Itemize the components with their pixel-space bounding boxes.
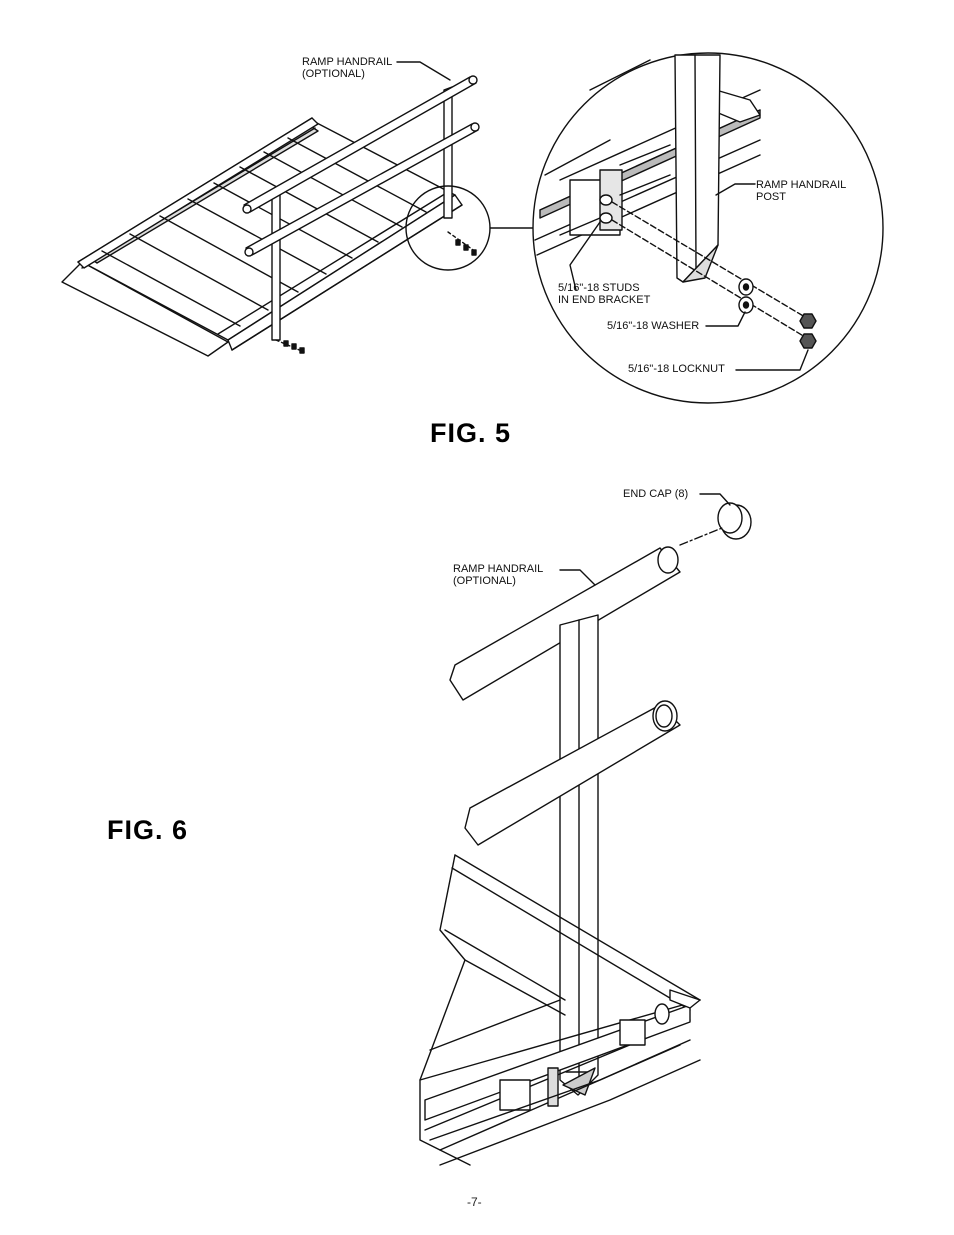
fig5-handrail-label: RAMP HANDRAIL (OPTIONAL)	[302, 56, 393, 80]
fig5-detail	[532, 52, 884, 404]
fig6-drawing	[419, 493, 752, 1166]
fig6-handrail-label: RAMP HANDRAIL (OPTIONAL)	[453, 563, 544, 587]
fig5-washer-label: 5/16"-18 WASHER	[607, 320, 700, 332]
fig5-locknut-label: 5/16"-18 LOCKNUT	[628, 363, 725, 375]
fig6-end-cap-label: END CAP (8)	[623, 488, 689, 500]
fig5-post-label: RAMP HANDRAIL POST	[756, 179, 847, 203]
fig5-studs-label: 5/16"-18 STUDS IN END BRACKET	[558, 282, 651, 306]
fig5-title: FIG. 5	[430, 418, 512, 448]
fig6-title: FIG. 6	[107, 815, 189, 845]
fig5-ramp	[61, 61, 539, 357]
page-number: -7-	[467, 1195, 482, 1209]
